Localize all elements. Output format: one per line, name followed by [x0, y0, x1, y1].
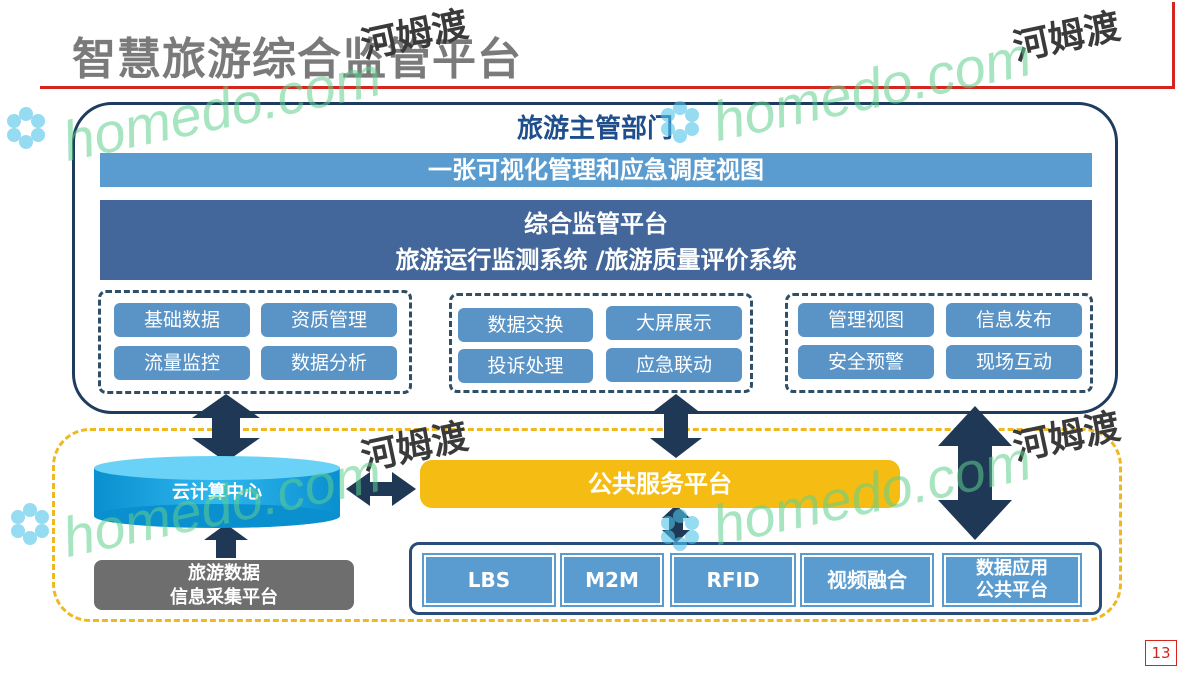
module-tile: 数据分析 — [261, 346, 397, 380]
cloud-computing-center-label: 云计算中心 — [172, 482, 262, 503]
public-service-platform: 公共服务平台 — [420, 460, 900, 508]
module-tile: 流量监控 — [114, 346, 250, 380]
technology-frame — [409, 542, 1102, 615]
visual-management-band: 一张可视化管理和应急调度视图 — [100, 153, 1092, 187]
up-arrow-icon — [204, 524, 248, 558]
double-arrow-icon — [192, 394, 260, 462]
module-tile: 大屏展示 — [606, 306, 742, 340]
tech-tile-data-application: 数据应用 公共平台 — [944, 555, 1080, 605]
title-vertical-rule — [1172, 2, 1175, 88]
platform-line-2: 旅游运行监测系统 /旅游质量评价系统 — [395, 246, 797, 274]
tech-tile-video-fusion: 视频融合 — [802, 555, 932, 605]
tech-tile-lbs: LBS — [424, 555, 554, 605]
tech-tile-rfid: RFID — [672, 555, 794, 605]
module-tile: 应急联动 — [606, 348, 742, 382]
cloud-cylinder — [94, 456, 340, 528]
module-group-2 — [449, 293, 753, 393]
page-number: 13 — [1145, 640, 1177, 666]
double-arrow-icon — [650, 394, 702, 458]
double-arrow-icon — [662, 505, 690, 543]
collection-line-1: 旅游数据 — [188, 563, 260, 584]
module-tile: 数据交换 — [458, 308, 593, 342]
module-tile: 基础数据 — [114, 303, 250, 337]
title-underline — [40, 86, 1175, 89]
module-group-1 — [98, 290, 412, 394]
tech-tile-m2m: M2M — [562, 555, 662, 605]
data-collection-platform: 旅游数据 信息采集平台 — [94, 560, 354, 610]
module-tile: 资质管理 — [261, 303, 397, 337]
module-tile: 现场互动 — [946, 345, 1082, 379]
module-tile: 投诉处理 — [458, 349, 593, 383]
collection-line-2: 信息采集平台 — [170, 587, 278, 608]
horizontal-double-arrow-icon — [346, 472, 416, 506]
integrated-platform-band: 综合监管平台 旅游运行监测系统 /旅游质量评价系统 — [100, 200, 1092, 280]
platform-line-1: 综合监管平台 — [524, 210, 668, 238]
tourism-authority-title: 旅游主管部门 — [516, 114, 673, 144]
module-tile: 信息发布 — [946, 303, 1082, 337]
data-app-line-1: 数据应用 — [976, 558, 1048, 579]
module-tile: 管理视图 — [798, 303, 934, 337]
module-group-3 — [785, 293, 1093, 393]
data-app-line-2: 公共平台 — [976, 580, 1048, 601]
double-arrow-icon — [938, 406, 1012, 540]
infrastructure-frame — [52, 428, 1122, 622]
slide-title: 智慧旅游综合监管平台 — [72, 34, 522, 85]
module-tile: 安全预警 — [798, 345, 934, 379]
